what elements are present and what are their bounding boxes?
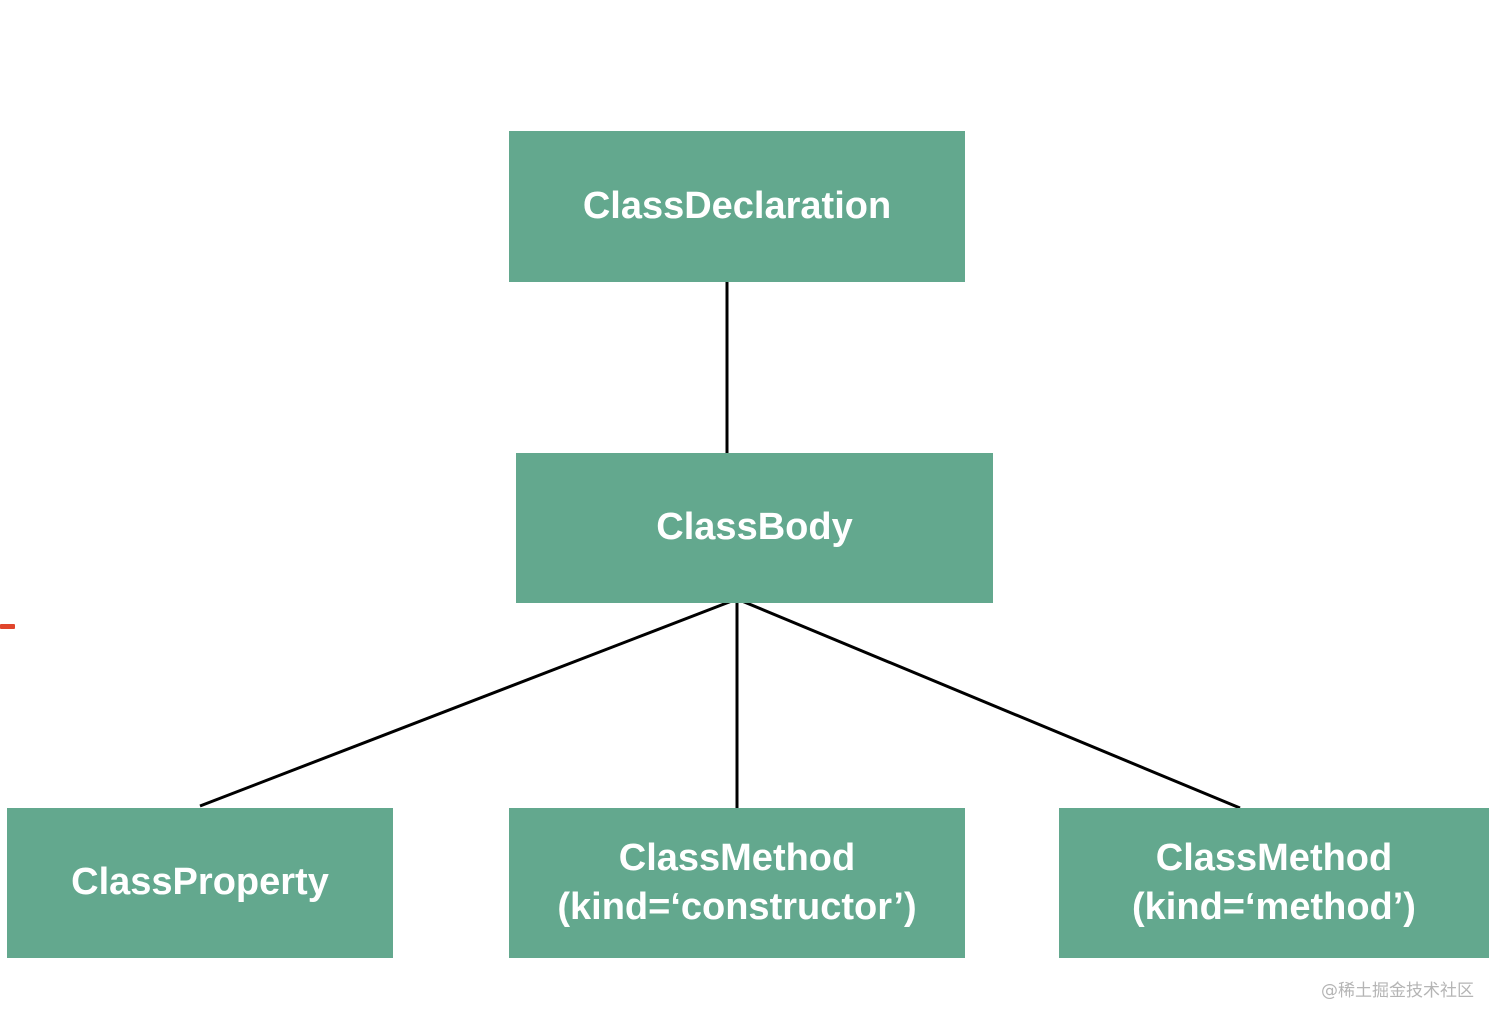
class-property-node: ClassProperty <box>7 808 393 958</box>
class-method-constructor-label: ClassMethod (kind=‘constructor’) <box>557 836 917 928</box>
edge-body-to-property <box>199 597 738 808</box>
class-property-label: ClassProperty <box>71 861 329 904</box>
class-body-label: ClassBody <box>656 506 853 549</box>
watermark-text: @稀土掘金技术社区 <box>1321 981 1474 1001</box>
edge-body-to-method <box>736 597 1241 810</box>
class-declaration-node: ClassDeclaration <box>509 131 965 282</box>
class-method-method-label: ClassMethod (kind=‘method’) <box>1132 836 1416 928</box>
class-method-method-node: ClassMethod (kind=‘method’) <box>1059 808 1489 958</box>
class-method-constructor-node: ClassMethod (kind=‘constructor’) <box>509 808 965 958</box>
class-body-node: ClassBody <box>516 453 993 603</box>
red-edge-mark <box>0 624 15 629</box>
class-declaration-label: ClassDeclaration <box>582 184 892 227</box>
